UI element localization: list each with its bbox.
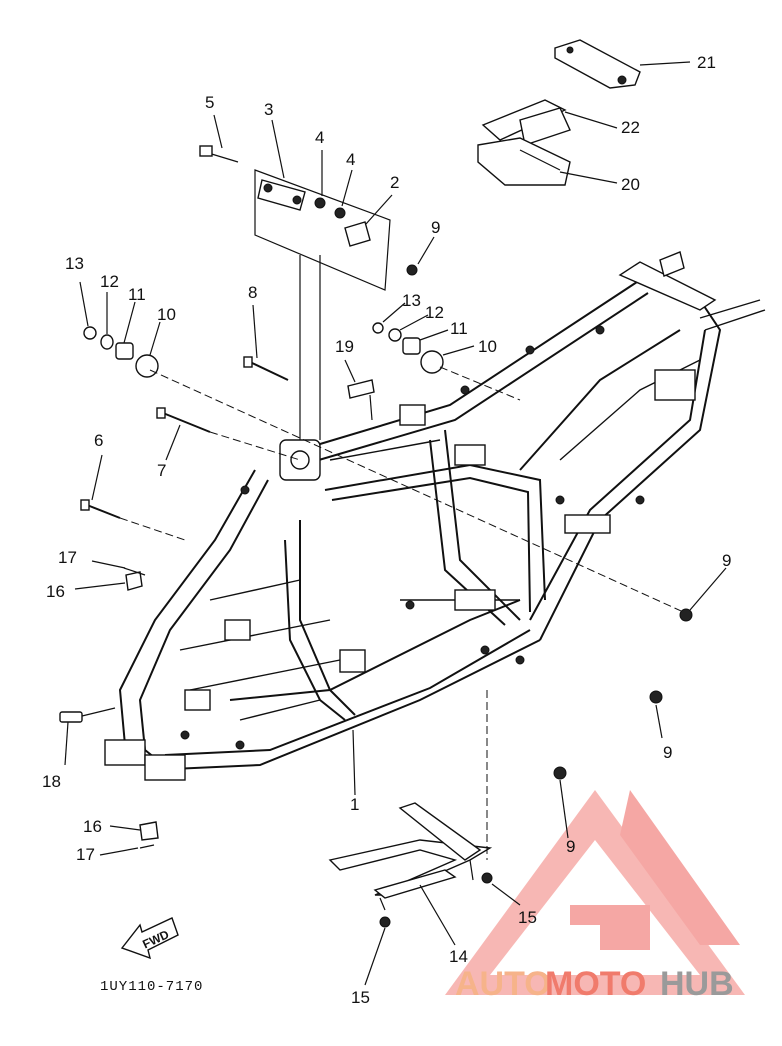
callout-labels: 21 22 20 5 3 4 4 2 9 13 12 11 10 8 13 12… bbox=[42, 53, 731, 1007]
fwd-arrow-icon bbox=[120, 917, 179, 960]
callout: 9 bbox=[566, 837, 575, 856]
watermark-text: AUTO MOTO HUB bbox=[455, 965, 734, 1003]
callout: 1 bbox=[350, 795, 359, 814]
callout: 10 bbox=[157, 305, 176, 324]
callout: 4 bbox=[346, 150, 355, 169]
callout: 18 bbox=[42, 772, 61, 791]
callout: 3 bbox=[264, 100, 273, 119]
callout: 9 bbox=[722, 551, 731, 570]
seat-bracket-22 bbox=[481, 99, 571, 146]
watermark-moto: MOTO bbox=[545, 965, 646, 1003]
plate-19 bbox=[347, 379, 375, 421]
bolt-8 bbox=[243, 356, 289, 381]
watermark-hub: HUB bbox=[660, 965, 734, 1003]
callout: 20 bbox=[621, 175, 640, 194]
bushing-stack-left bbox=[83, 326, 691, 616]
callout: 13 bbox=[65, 254, 84, 273]
callout: 16 bbox=[83, 817, 102, 836]
nuts-9 bbox=[553, 608, 693, 780]
cap-16-upper bbox=[123, 567, 146, 591]
callout: 13 bbox=[402, 291, 421, 310]
callout: 6 bbox=[94, 431, 103, 450]
bolt-6 bbox=[80, 499, 186, 541]
diagram-code: 1UY110-7170 bbox=[100, 979, 203, 995]
rear-bracket-21 bbox=[554, 39, 641, 89]
callout: 16 bbox=[46, 582, 65, 601]
frame-assembly bbox=[104, 251, 766, 781]
callout: 11 bbox=[128, 285, 146, 304]
engine-mount-group bbox=[199, 145, 418, 440]
skid-plate-14 bbox=[328, 690, 493, 928]
callout: 22 bbox=[621, 118, 640, 137]
watermark-logo bbox=[445, 790, 745, 995]
callout: 12 bbox=[100, 272, 119, 291]
fitting-18 bbox=[59, 707, 116, 723]
callout: 14 bbox=[449, 947, 468, 966]
callout: 17 bbox=[58, 548, 77, 567]
callout: 10 bbox=[478, 337, 497, 356]
callout: 9 bbox=[663, 743, 672, 762]
callout: 7 bbox=[157, 461, 166, 480]
callout: 2 bbox=[390, 173, 399, 192]
callout: 11 bbox=[450, 319, 468, 338]
callout: 21 bbox=[697, 53, 716, 72]
callout: 17 bbox=[76, 845, 95, 864]
leader-lines bbox=[64, 61, 727, 986]
bushing-stack-right bbox=[372, 322, 521, 401]
cover-20 bbox=[477, 137, 571, 186]
watermark-auto: AUTO bbox=[455, 965, 551, 1003]
callout: 4 bbox=[315, 128, 324, 147]
callout: 15 bbox=[518, 908, 537, 927]
callout: 19 bbox=[335, 337, 354, 356]
callout: 9 bbox=[431, 218, 440, 237]
cap-16-lower bbox=[139, 821, 159, 849]
callout: 8 bbox=[248, 283, 257, 302]
callout: 15 bbox=[351, 988, 370, 1007]
callout: 12 bbox=[425, 303, 444, 322]
bolt-7 bbox=[156, 407, 301, 461]
callout: 5 bbox=[205, 93, 214, 112]
